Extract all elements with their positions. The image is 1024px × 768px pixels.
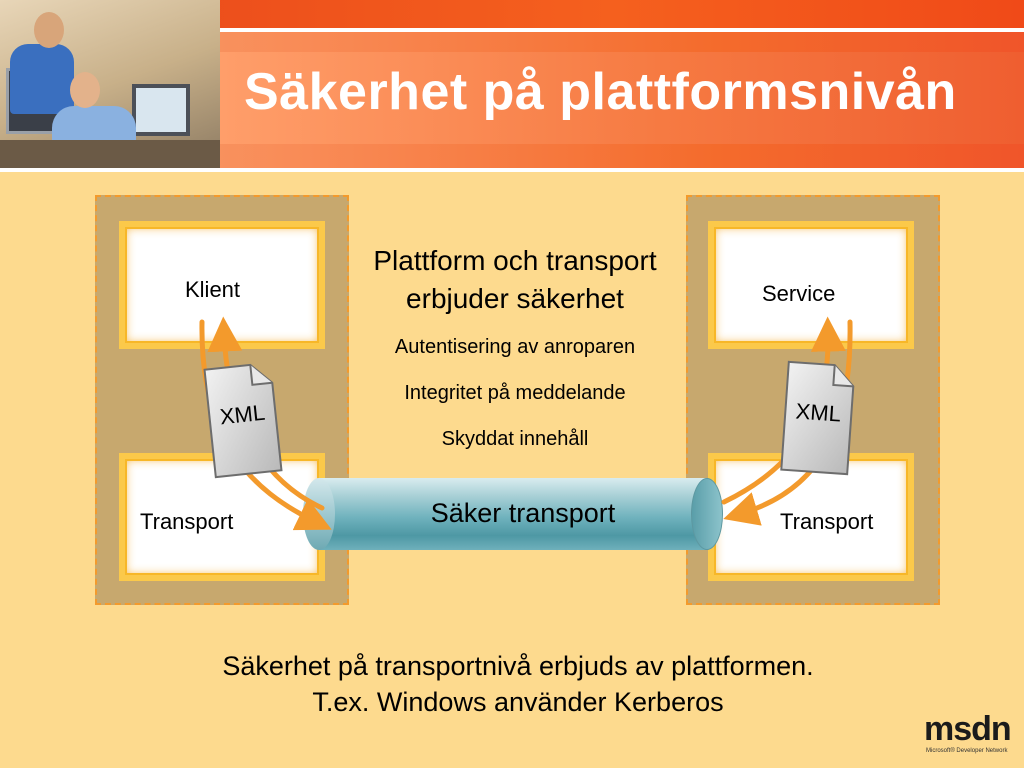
header-divider-bottom — [0, 168, 1024, 172]
secure-transport-pipe: Säker transport — [303, 478, 723, 550]
slide-header: Säkerhet på plattformsnivån — [0, 0, 1024, 172]
footer-line2: T.ex. Windows använder Kerberos — [312, 687, 724, 717]
pipe-body — [319, 478, 707, 550]
msdn-logo-subtitle: Microsoft® Developer Network — [926, 748, 1008, 754]
center-item: Skyddat innehåll — [441, 428, 589, 450]
client-box: Klient — [119, 221, 325, 349]
service-label: Service — [762, 281, 836, 306]
msdn-logo: msdn Microsoft® Developer Network — [924, 710, 1020, 764]
header-divider-top — [0, 28, 1024, 32]
msdn-logo-text: msdn — [924, 710, 1012, 748]
service-box: Service — [708, 221, 914, 349]
xml-right-label: XML — [794, 398, 842, 427]
header-photo — [0, 0, 220, 168]
footer-caption: Säkerhet på transportnivå erbjuds av pla… — [100, 648, 936, 720]
slide-title: Säkerhet på plattformsnivån — [244, 63, 957, 121]
center-item: Autentisering av anroparen — [394, 336, 636, 358]
person-head-shape — [34, 12, 64, 48]
header-band-highlight — [220, 52, 1024, 144]
center-heading-line2: erbjuder säkerhet — [406, 283, 624, 314]
person-shape — [10, 44, 74, 114]
center-item: Integritet på meddelande — [404, 382, 626, 404]
person-head-shape — [70, 72, 100, 108]
desk-shape — [0, 140, 220, 168]
center-heading-line1: Plattform och transport — [373, 245, 657, 276]
xml-document-icon: XML — [202, 361, 283, 480]
pipe-right-cap — [691, 478, 723, 550]
pipe-label: Säker transport — [430, 498, 616, 528]
monitor-shape — [132, 84, 190, 136]
center-description: Plattform och transport erbjuder säkerhe… — [340, 242, 690, 456]
xml-document-icon: XML — [779, 360, 857, 477]
client-label: Klient — [185, 277, 241, 302]
footer-line1: Säkerhet på transportnivå erbjuds av pla… — [222, 651, 814, 681]
transport-right-label: Transport — [780, 509, 874, 534]
transport-left-label: Transport — [140, 509, 234, 534]
